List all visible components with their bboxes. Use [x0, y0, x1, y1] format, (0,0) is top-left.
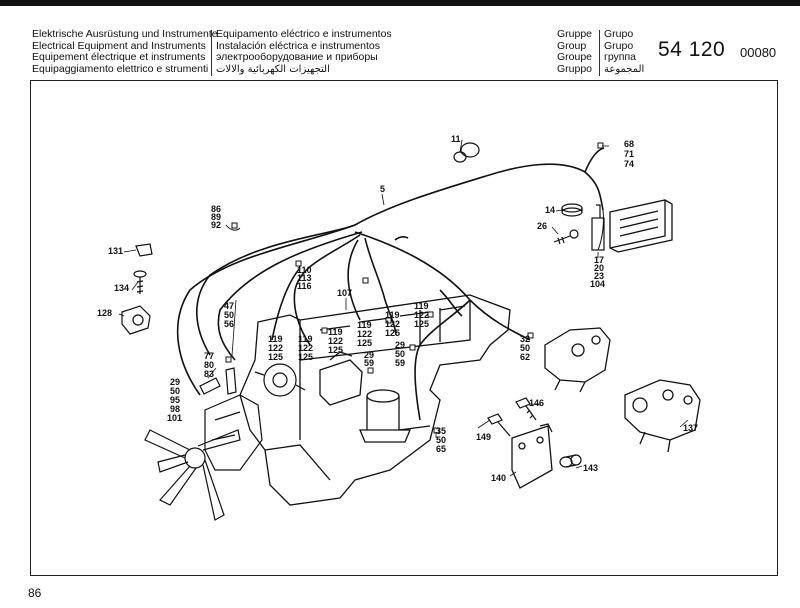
group-word-russian: группа — [604, 51, 637, 64]
callout-29-b: 29 50 59 — [395, 340, 408, 368]
relay-canister — [359, 389, 431, 443]
part-143-sleeve — [559, 454, 582, 468]
callout-29-c: 29 50 95 98 101 — [167, 377, 183, 423]
group-word-arabic: المجموعة — [604, 63, 645, 75]
wiring-harness — [176, 147, 605, 421]
callout-35: 35 50 65 — [436, 426, 449, 454]
callout-14: 14 — [545, 205, 555, 215]
group-word-italian: Gruppo — [557, 62, 593, 75]
top-rule — [0, 0, 800, 6]
title-english: Electrical Equipment and Instruments — [32, 39, 206, 52]
page-number: 86 — [28, 586, 42, 600]
callout-149: 149 — [476, 432, 491, 442]
control-unit — [609, 199, 673, 253]
harness-connectors — [225, 142, 604, 434]
callout-137: 137 — [683, 423, 698, 433]
callout-143: 143 — [583, 463, 598, 473]
callout-119-a: 119 122 125 — [268, 334, 286, 362]
title-arabic: التجهيزات الكهربائية والالات — [216, 63, 330, 75]
injection-pump — [544, 327, 611, 393]
callout-119-e: 119 122 125 — [385, 310, 403, 338]
callout-131: 131 — [108, 246, 123, 256]
callout-86: 86 89 92 — [211, 204, 224, 230]
part-14-bushing — [561, 203, 583, 217]
callout-26: 26 — [537, 221, 547, 231]
harness-tail — [225, 209, 604, 251]
callout-5: 5 — [380, 184, 385, 194]
callout-146: 146 — [529, 398, 544, 408]
part-26-screw — [553, 229, 579, 245]
sequence-number: 00080 — [740, 45, 777, 60]
callout-17: 17 20 23 104 — [590, 255, 607, 289]
title-french: Equipement électrique et instruments — [32, 51, 206, 64]
starter-motor — [319, 351, 363, 406]
callout-47: 47 50 56 — [224, 301, 237, 329]
title-portuguese: Equipamento eléctrico e instrumentos — [216, 28, 392, 40]
header-divider — [211, 30, 212, 76]
group-divider — [599, 30, 600, 76]
callout-119-d: 119 122 125 — [357, 320, 375, 348]
bolt-149 — [487, 413, 511, 437]
callout-77: 77 80 83 — [204, 351, 217, 379]
group-word-spanish: Grupo — [604, 39, 634, 52]
title-block-left: Elektrische Ausrüstung und Instrumente E… — [32, 28, 218, 75]
part-11-grommet — [453, 142, 480, 163]
distributor — [624, 379, 701, 453]
callout-119-c: 119 122 125 — [328, 327, 346, 355]
callout-110: 110 113 116 — [297, 265, 314, 291]
part-134-screw — [133, 270, 147, 294]
engine-block — [239, 294, 511, 506]
diagram-frame — [30, 80, 778, 576]
group-words-right: Grupo Grupo группа المجموعة — [604, 28, 645, 75]
group-word-french: Groupe — [557, 51, 593, 64]
part-131-clip — [135, 243, 153, 257]
callout-119-f: 119 122 125 — [414, 301, 432, 329]
callout-140: 140 — [491, 473, 506, 483]
callout-107: 107 — [337, 288, 352, 298]
title-italian: Equipaggiamento elettrico e strumenti — [32, 62, 209, 75]
callout-119-b: 119 122 125 — [298, 334, 316, 362]
title-german: Elektrische Ausrüstung und Instrumente — [32, 28, 218, 40]
bracket-140 — [511, 423, 553, 489]
alternator — [254, 363, 306, 397]
callout-68: 68 71 74 — [624, 139, 637, 169]
part-128-clamp — [121, 305, 151, 335]
callout-labels: 11 68 71 74 5 86 89 92 14 26 17 20 23 10… — [97, 134, 698, 483]
callout-128: 128 — [97, 308, 112, 318]
group-word-portuguese: Grupo — [604, 28, 634, 40]
callout-32: 32 50 62 — [520, 334, 533, 362]
callout-11: 11 — [451, 134, 461, 144]
part-17-sensor — [591, 204, 605, 251]
group-word-german: Gruppe — [557, 28, 593, 40]
title-russian: электрооборудование и приборы — [216, 51, 378, 64]
leader-lines — [118, 139, 689, 477]
group-number: 54 120 — [658, 38, 726, 61]
callout-29-a: 29 59 — [364, 350, 377, 368]
title-block-right: Equipamento eléctrico e instrumentos Ins… — [216, 28, 392, 75]
front-housing — [204, 394, 263, 471]
title-spanish: Instalación eléctrica e instrumentos — [216, 39, 380, 52]
group-word-english: Group — [557, 39, 587, 52]
temp-sensor — [199, 367, 237, 395]
cooling-fan — [144, 429, 241, 521]
group-words-left: Gruppe Group Groupe Gruppo — [557, 28, 593, 75]
callout-134: 134 — [114, 283, 129, 293]
